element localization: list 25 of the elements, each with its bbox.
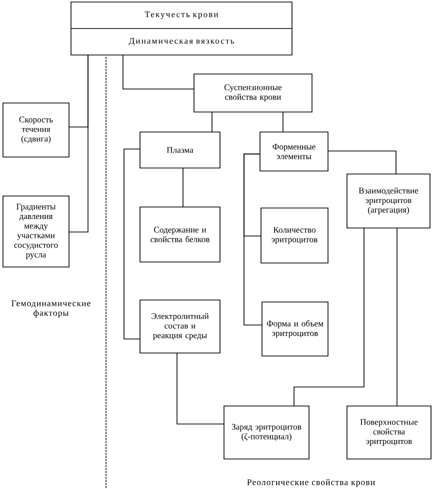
connector-line <box>282 112 284 132</box>
category-box: Форменные элементы <box>260 132 328 172</box>
header-box: Текучесть крови Динамическая вязкость <box>70 2 292 56</box>
caption-text: Гемодинамические факторы <box>12 300 90 318</box>
category-box: Количество эритроцитов <box>260 208 328 264</box>
connector-line <box>244 154 262 326</box>
category-box: Заряд эритроцитов (ζ-потенциал) <box>224 406 310 460</box>
category-box: Градиенты давления между участками сосудистого русла <box>2 196 70 268</box>
category-box: Скорость течения (сдвига) <box>2 102 70 158</box>
category-box: Электролитный состав и реакция среды <box>140 300 220 354</box>
category-box: Суспензионные свойства крови <box>194 74 312 112</box>
connector-line <box>176 352 224 424</box>
category-box: Взаимодействие эритроцитов (агрегация) <box>346 174 430 228</box>
category-box: Форма и объем эритроцитов <box>262 302 328 356</box>
category-box: Плазма <box>140 132 220 168</box>
category-box: Содержание и свойства белков <box>140 206 220 262</box>
connector-line <box>182 168 184 208</box>
connector-line <box>328 150 396 174</box>
connector-line <box>124 148 140 340</box>
connector-line <box>122 54 194 90</box>
connector-line <box>294 228 364 406</box>
connector-line <box>396 228 398 406</box>
category-box: Поверхностные свойства эритроцитов <box>346 406 432 460</box>
caption-text: Реологические свойства крови <box>247 479 375 487</box>
connector-line <box>68 54 88 232</box>
